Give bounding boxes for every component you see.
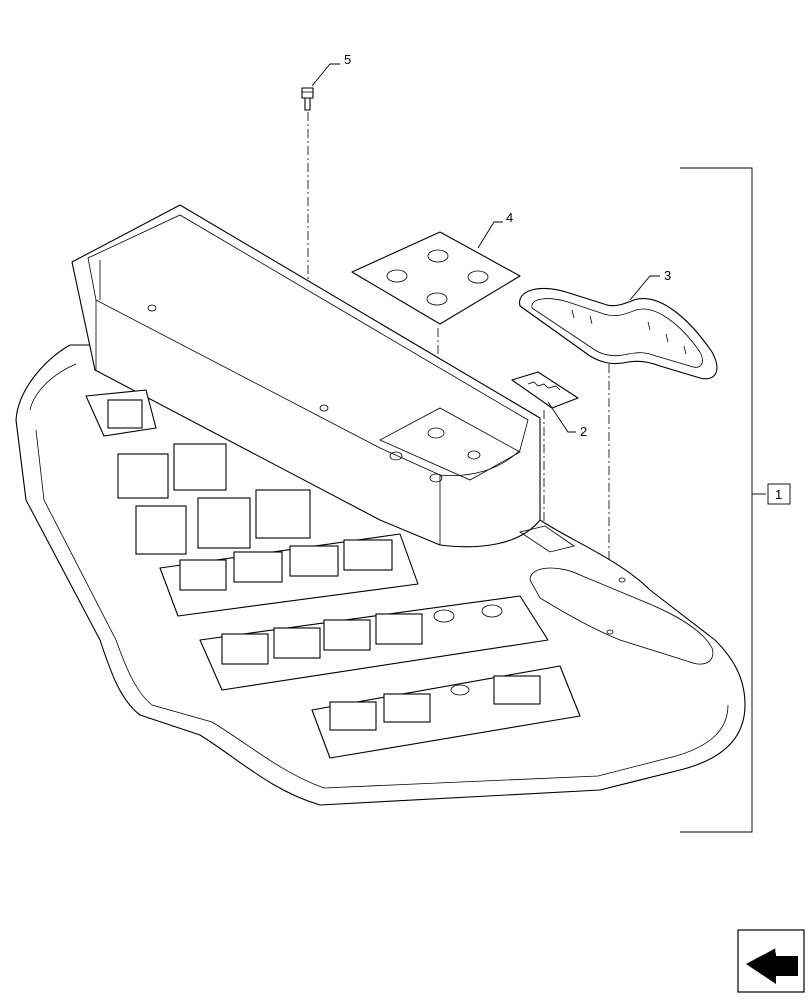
bolt: [301, 87, 314, 111]
assembly-bracket: [680, 167, 753, 833]
leader-line-5: [311, 63, 340, 87]
decal: [511, 371, 579, 409]
boot-seal: [519, 287, 718, 380]
callout-3: 3: [664, 268, 671, 283]
leader-line-3: [629, 275, 660, 301]
callout-4: 4: [506, 210, 513, 225]
leader-line-2: [547, 401, 576, 433]
console-housing: [15, 204, 746, 806]
callout-5: 5: [344, 52, 351, 67]
next-page-arrow-icon[interactable]: [737, 929, 805, 993]
callout-1-box: [767, 483, 791, 505]
callout-2: 2: [580, 424, 587, 439]
leader-line-4: [477, 221, 503, 249]
gasket-plate: [351, 231, 521, 325]
callout-1: 1: [775, 487, 782, 502]
